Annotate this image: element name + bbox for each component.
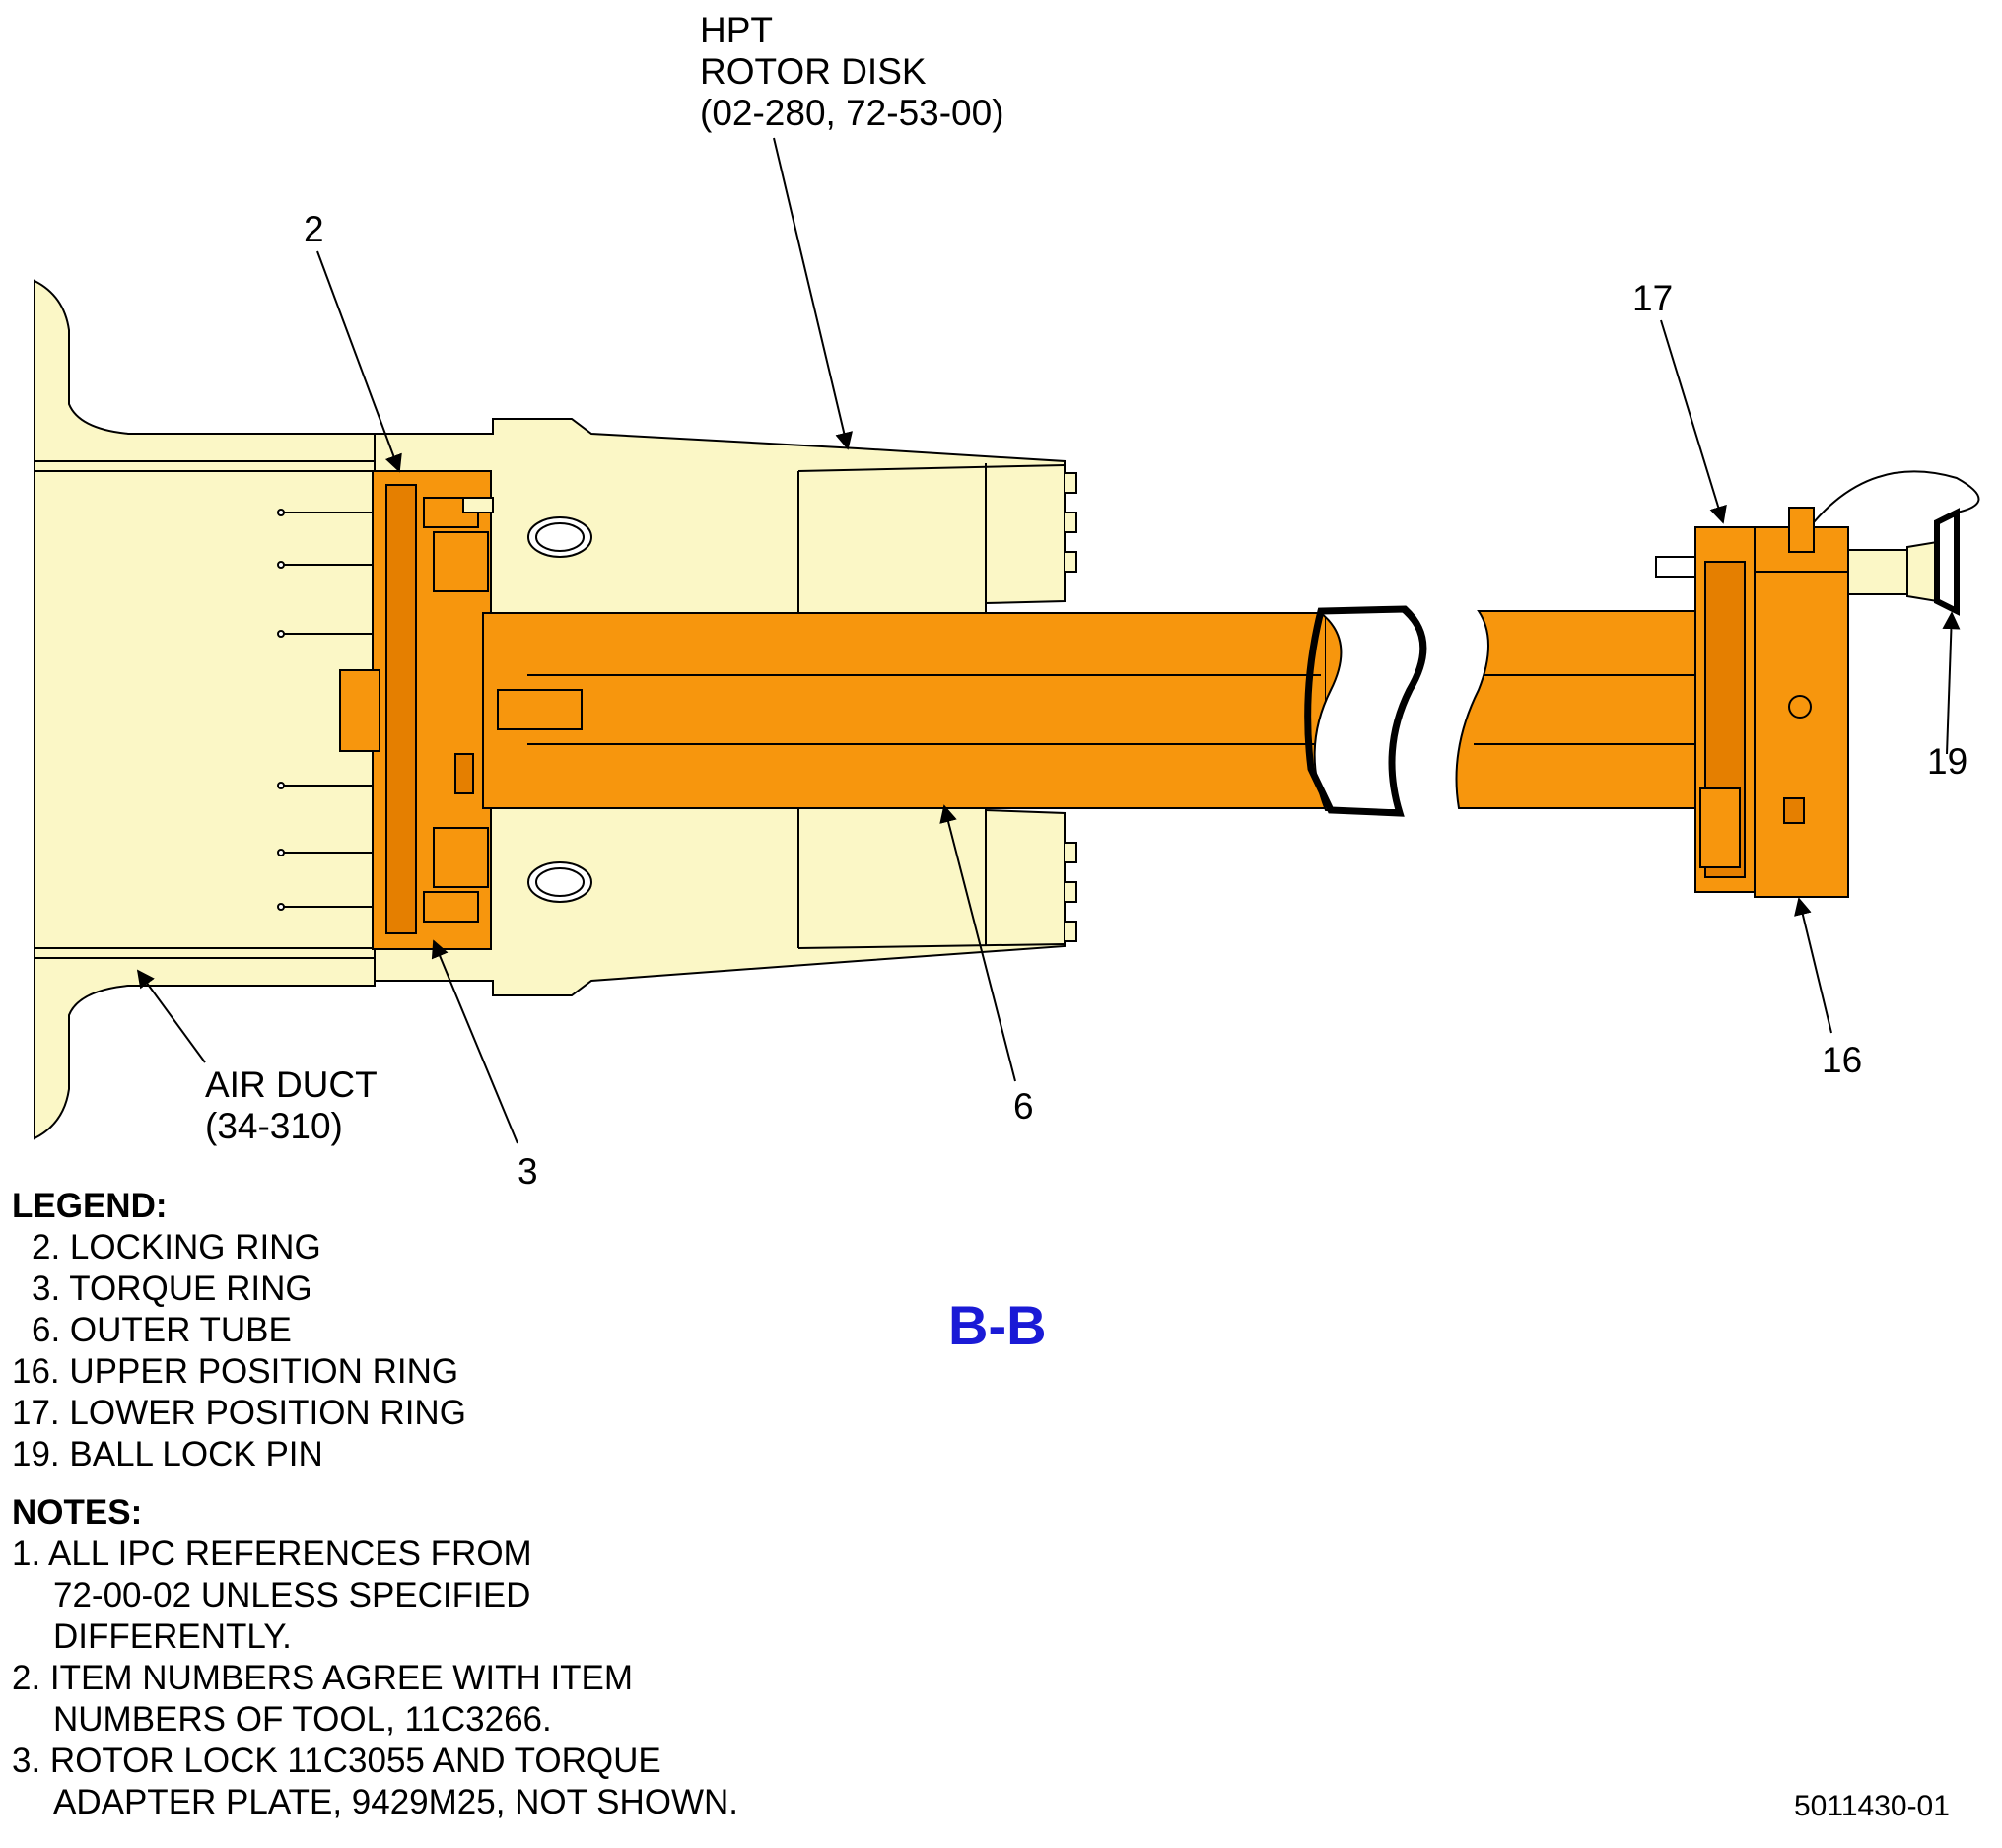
legend-item: 6. OUTER TUBE bbox=[32, 1311, 292, 1349]
legend-item: 16. UPPER POSITION RING bbox=[12, 1352, 459, 1391]
outer-tube bbox=[482, 612, 1327, 809]
item-17-callout: 17 bbox=[1632, 278, 1674, 318]
note-line: 1. ALL IPC REFERENCES FROM bbox=[12, 1535, 532, 1573]
legend-title: LEGEND: bbox=[12, 1187, 168, 1225]
break-symbol bbox=[1304, 605, 1427, 817]
torque-ring bbox=[433, 497, 494, 888]
item-19-callout: 19 bbox=[1927, 741, 1968, 782]
document-number: 5011430-01 bbox=[1794, 1790, 1950, 1822]
callout-line: HPT bbox=[700, 10, 773, 50]
legend-item: 17. LOWER POSITION RING bbox=[12, 1394, 466, 1432]
note-line: 72-00-02 UNLESS SPECIFIED bbox=[53, 1576, 531, 1614]
callout-line: (34-310) bbox=[205, 1106, 343, 1146]
item-2-callout: 2 bbox=[304, 209, 324, 249]
callout-line: AIR DUCT bbox=[205, 1064, 378, 1105]
disk-rim-teeth bbox=[1065, 472, 1077, 942]
duct-studs bbox=[277, 509, 380, 911]
item-6-callout: 6 bbox=[1013, 1086, 1034, 1127]
hpt-rotor-disk-callout: HPT ROTOR DISK (02-280, 72-53-00) bbox=[700, 10, 1004, 134]
air-duct-callout: AIR DUCT (34-310) bbox=[205, 1064, 378, 1147]
legend: LEGEND: 2. LOCKING RING 3. TORQUE RING 6… bbox=[12, 1186, 466, 1475]
item-16-callout: 16 bbox=[1822, 1040, 1863, 1080]
legend-item: 2. LOCKING RING bbox=[32, 1228, 321, 1266]
note-line: DIFFERENTLY. bbox=[53, 1617, 292, 1656]
note-line: NUMBERS OF TOOL, 11C3266. bbox=[53, 1700, 552, 1739]
notes-title: NOTES: bbox=[12, 1493, 143, 1532]
ball-lock-pin bbox=[1813, 470, 1980, 616]
notes: NOTES: 1. ALL IPC REFERENCES FROM 72-00-… bbox=[12, 1492, 738, 1823]
leader-lines bbox=[136, 137, 1961, 1144]
legend-item: 3. TORQUE RING bbox=[32, 1269, 312, 1308]
note-line: 3. ROTOR LOCK 11C3055 AND TORQUE bbox=[12, 1742, 661, 1780]
item-3-callout: 3 bbox=[518, 1151, 538, 1192]
upper-position-ring bbox=[1754, 526, 1849, 898]
note-line: 2. ITEM NUMBERS AGREE WITH ITEM bbox=[12, 1659, 634, 1697]
note-line: ADAPTER PLATE, 9429M25, NOT SHOWN. bbox=[53, 1783, 739, 1821]
callout-line: ROTOR DISK bbox=[700, 51, 927, 92]
callout-line: (02-280, 72-53-00) bbox=[700, 93, 1004, 133]
fitting bbox=[1655, 507, 1815, 578]
legend-item: 19. BALL LOCK PIN bbox=[12, 1435, 323, 1473]
air-duct bbox=[34, 279, 376, 1140]
outer-tube-right bbox=[1455, 610, 1721, 809]
section-label: B-B bbox=[948, 1294, 1047, 1356]
